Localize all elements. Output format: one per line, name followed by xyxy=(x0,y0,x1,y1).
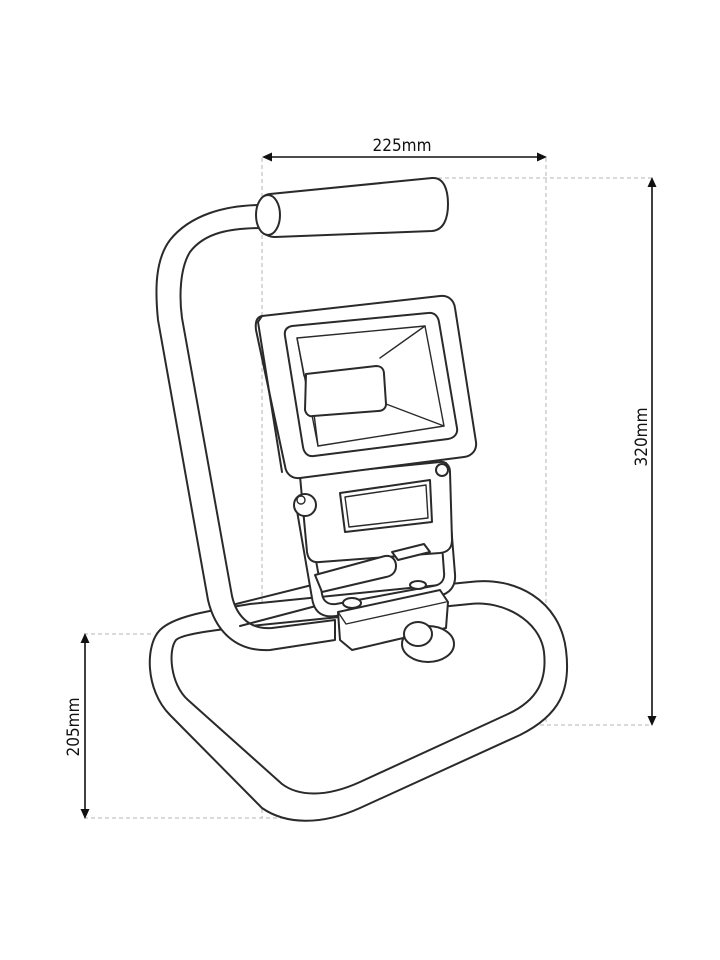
reflector-left-top xyxy=(296,337,305,377)
base-depth-label: 205mm xyxy=(64,698,84,757)
bracket-pivot-right xyxy=(435,463,449,477)
cable-switch xyxy=(391,543,431,561)
clamp-block xyxy=(337,589,449,651)
handle-tube-crossbar xyxy=(235,584,317,627)
bracket-hole-left xyxy=(342,597,362,609)
dimension-width: 225mm xyxy=(262,136,547,162)
bracket-pivot-left xyxy=(293,493,317,517)
led-chip xyxy=(304,365,387,418)
reflector-left-bottom xyxy=(313,413,319,447)
height-label: 320mm xyxy=(632,408,652,467)
width-label: 225mm xyxy=(373,136,432,156)
driver-label-plate-inner xyxy=(344,484,429,528)
dimension-base-depth: 205mm xyxy=(64,633,90,819)
floodlight-illustration xyxy=(148,176,569,822)
top-grip-end xyxy=(255,194,281,236)
bracket-hole-right xyxy=(409,580,427,590)
clamp-block-edge xyxy=(337,601,447,625)
height-arrow-bottom xyxy=(647,716,657,726)
handle-tube xyxy=(155,204,336,652)
bracket-pivot-left-inner xyxy=(296,495,306,505)
reflector-diagonal-bottom xyxy=(385,403,445,427)
top-grip xyxy=(257,176,449,238)
clamp-knob-face xyxy=(403,621,433,647)
base-depth-arrow-bottom xyxy=(80,809,90,819)
width-arrow-left xyxy=(262,152,272,162)
rear-cable xyxy=(314,554,397,593)
height-arrow-top xyxy=(647,177,657,187)
base-depth-arrow-top xyxy=(80,633,90,643)
width-arrow-right xyxy=(537,152,547,162)
lamp-head-side xyxy=(257,315,283,473)
reflector-diagonal-top xyxy=(379,325,426,359)
dimension-height: 320mm xyxy=(632,177,657,726)
driver-label-plate xyxy=(339,479,433,533)
